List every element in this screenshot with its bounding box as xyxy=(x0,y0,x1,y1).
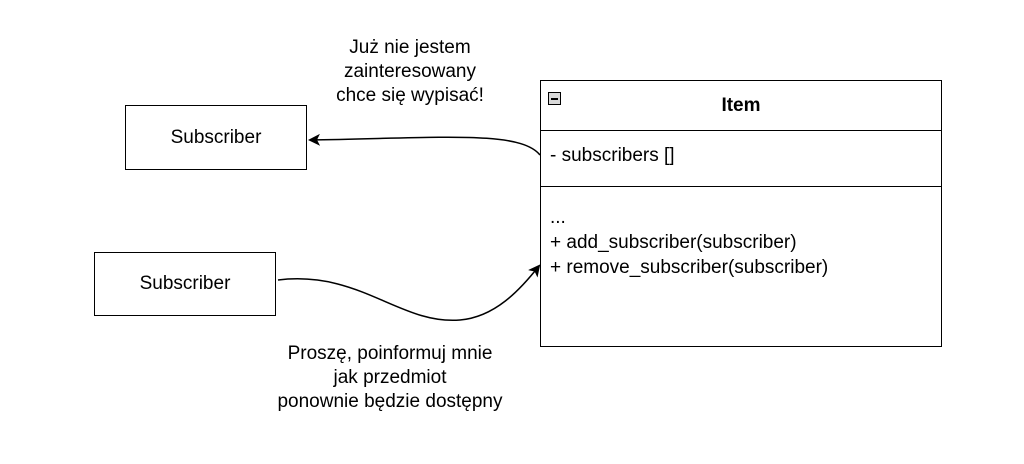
method-ellipsis: ... xyxy=(550,207,566,228)
item-class-attributes: - subscribers [] xyxy=(541,131,941,187)
unsubscribe-note-line: Już nie jestem xyxy=(349,37,471,58)
subscribe-note-line: jak przedmiot xyxy=(333,367,447,388)
unsubscribe-arrow xyxy=(308,133,541,156)
subscriber-box-bottom: Subscriber xyxy=(94,252,276,316)
method-add-subscriber: + add_subscriber(subscriber) xyxy=(550,232,797,253)
unsubscribe-note-line: zainteresowany xyxy=(343,61,477,82)
attribute-subscribers: - subscribers [] xyxy=(550,145,675,166)
item-class-methods: ... + add_subscriber(subscriber) + remov… xyxy=(550,205,828,280)
item-class-header: Item xyxy=(541,81,941,131)
item-class-box: Item - subscribers [] ... + add_subscrib… xyxy=(540,80,942,347)
subscriber-box-top: Subscriber xyxy=(125,105,307,170)
unsubscribe-note-line: chce się wypisać! xyxy=(336,85,484,106)
collapse-icon[interactable] xyxy=(548,92,561,105)
subscribe-note-line: ponownie będzie dostępny xyxy=(277,391,503,412)
subscribe-note-line: Proszę, poinformuj mnie xyxy=(287,343,493,364)
subscriber-top-label: Subscriber xyxy=(170,126,262,148)
unsubscribe-note: Już nie jestem zainteresowany chce się w… xyxy=(310,36,510,108)
item-class-title: Item xyxy=(721,95,761,116)
subscriber-bottom-label: Subscriber xyxy=(139,273,231,294)
subscribe-arrow xyxy=(277,264,541,321)
subscribe-note: Proszę, poinformuj mnie jak przedmiot po… xyxy=(250,342,530,414)
method-remove-subscriber: + remove_subscriber(subscriber) xyxy=(550,257,829,278)
